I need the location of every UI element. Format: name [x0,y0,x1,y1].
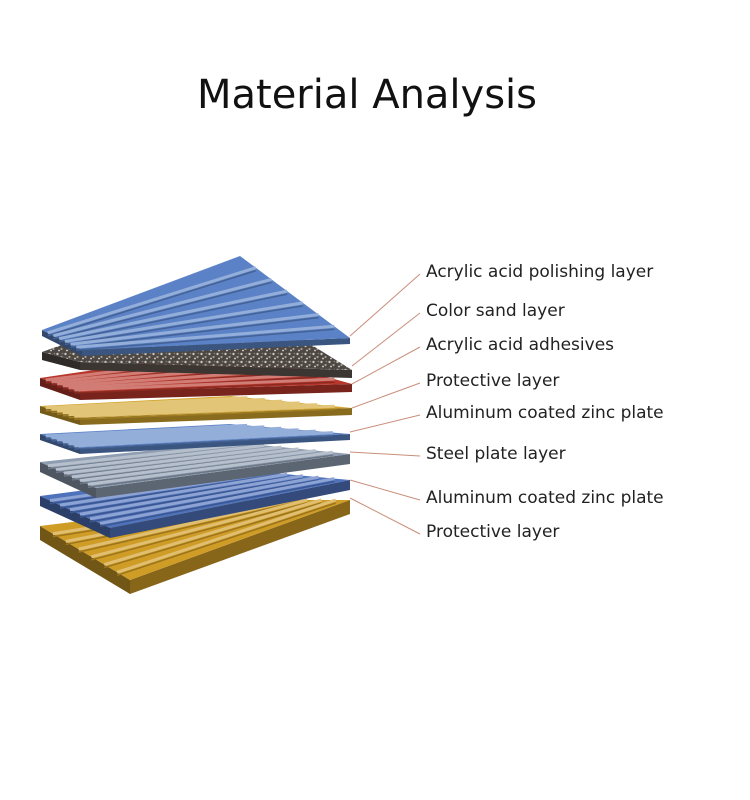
leader-line-protective-bottom [350,498,420,534]
layer-label-protective-top: Protective layer [426,371,559,391]
leader-line-acrylic-adhesives [352,347,420,384]
layer-label-color-sand: Color sand layer [426,301,565,321]
layer-label-steel-plate: Steel plate layer [426,444,566,464]
layer-label-acrylic-adhesives: Acrylic acid adhesives [426,335,614,355]
leader-line-protective-top [352,383,420,408]
layer-label-acrylic-polishing: Acrylic acid polishing layer [426,262,653,282]
leader-line-aluminum-zinc-top [350,415,420,432]
leader-line-steel-plate [350,452,420,456]
layer-label-protective-bottom: Protective layer [426,522,559,542]
layer-label-aluminum-zinc-bottom: Aluminum coated zinc plate [426,488,664,508]
leader-line-acrylic-polishing [350,274,420,336]
layer-label-aluminum-zinc-top: Aluminum coated zinc plate [426,403,664,423]
leader-line-color-sand [352,313,420,366]
layer-sheet-acrylic-polishing [42,256,350,356]
leader-line-aluminum-zinc-bottom [350,480,420,500]
layer-sheet-protective-top [40,396,352,425]
